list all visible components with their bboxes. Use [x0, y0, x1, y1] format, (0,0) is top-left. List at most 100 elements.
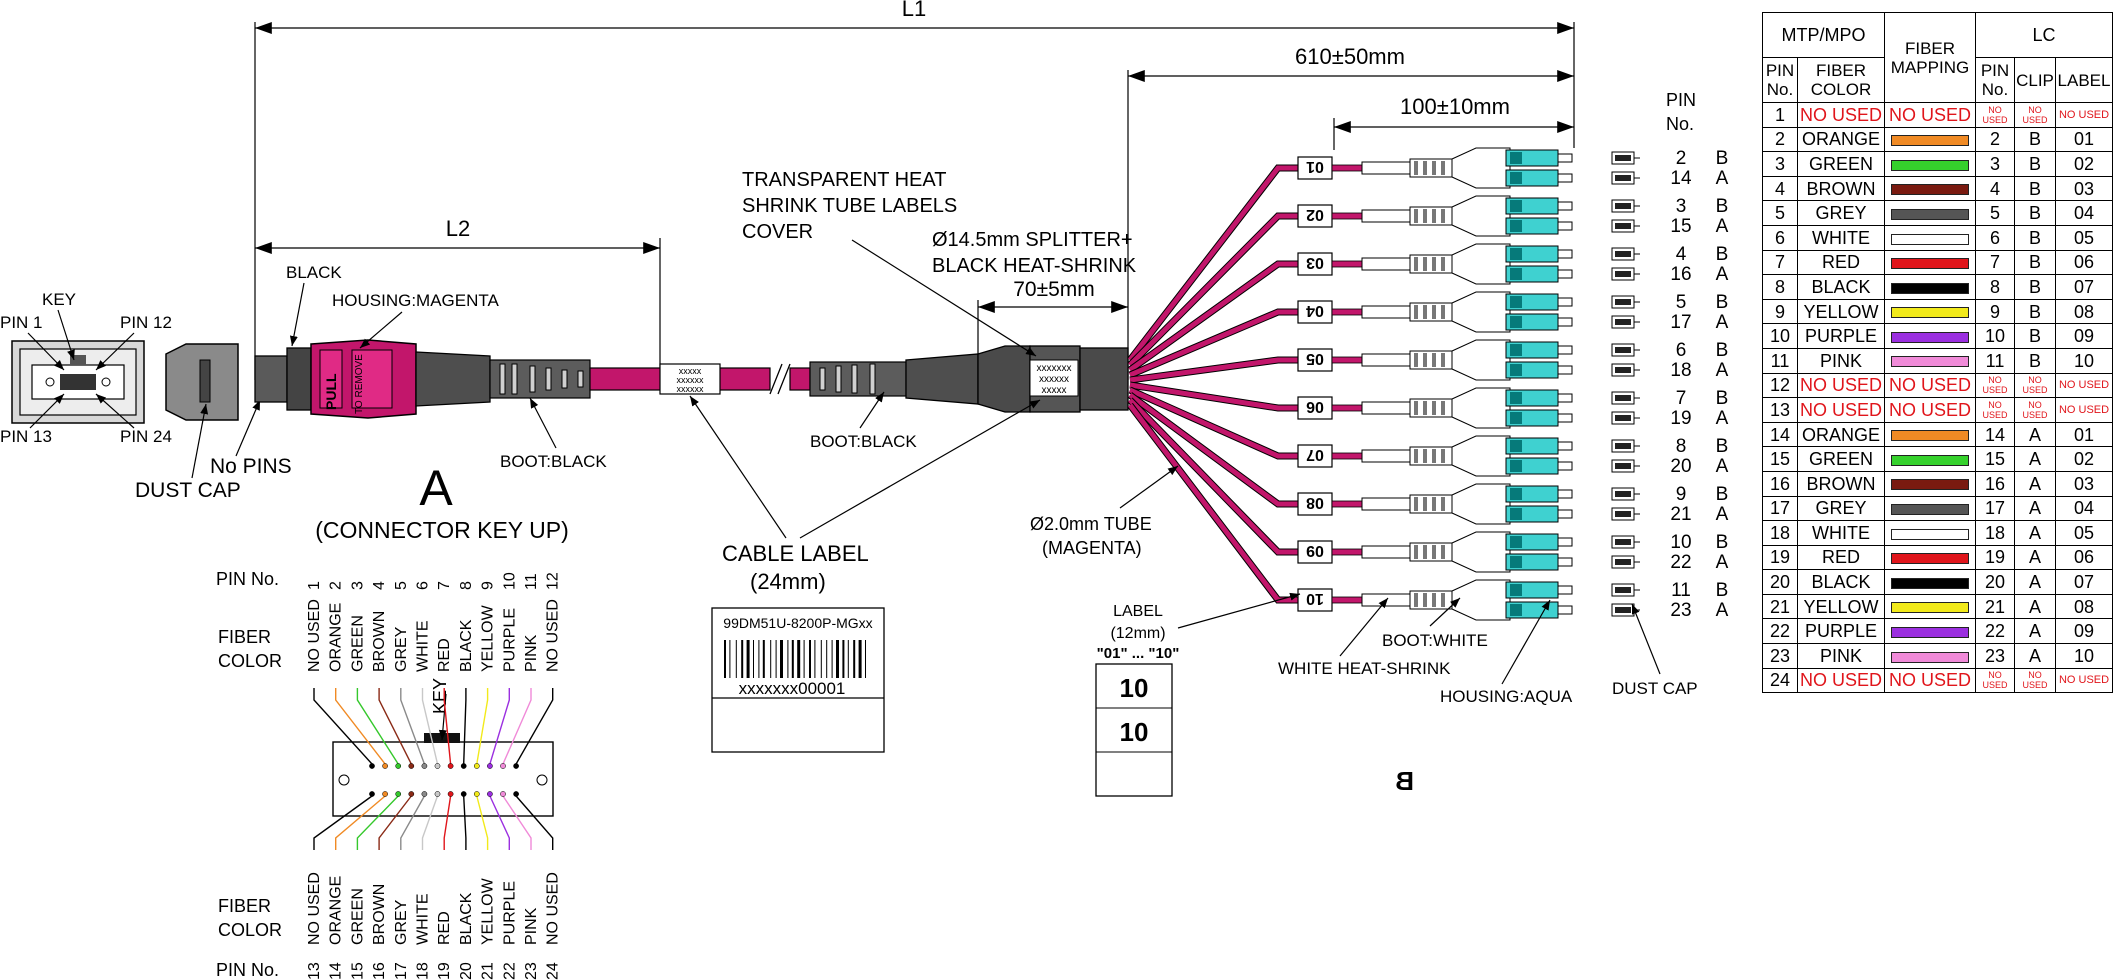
lc-dust-cap-slot [1615, 415, 1631, 421]
duplex-clip [1451, 579, 1511, 621]
lc-latch [1510, 412, 1522, 424]
cell-mapping [1884, 544, 1976, 571]
cell-pin: 12 [1762, 372, 1798, 399]
lc-latch [1510, 364, 1522, 376]
duplex-clip [1451, 531, 1511, 573]
leg-tube [1128, 261, 1300, 373]
cell-pin: 18 [1762, 520, 1798, 546]
to-remove-text: TO REMOVE [354, 354, 365, 414]
barcode-bar [753, 640, 754, 678]
fiber-color-swatch [1891, 454, 1969, 466]
bottom-fiber-color: GREEN [349, 888, 366, 945]
pin-b-number: 6 [1676, 340, 1687, 361]
pin-b-number: 2 [1676, 148, 1687, 169]
boot-rib [1414, 161, 1418, 175]
lc-latch [1510, 536, 1522, 548]
leg-label-text: 01 [1306, 158, 1324, 175]
cell-fiber-color: GREEN [1797, 151, 1885, 177]
pin-a-number: 18 [1670, 360, 1691, 381]
cell-label: 06 [2055, 249, 2113, 276]
clip-a-letter: A [1716, 312, 1729, 333]
bottom-fiber-color: WHITE [415, 893, 432, 945]
boot-rib [1432, 545, 1436, 559]
cable-assembly-drawing: L1 610±50mm 100±10mm L2 70±5mm KEY PIN 1… [0, 0, 1729, 980]
leg-tube [1128, 398, 1300, 555]
cell-clip: NO USED [2014, 102, 2056, 128]
duplex-clip [1451, 147, 1511, 189]
boot-rib [1414, 353, 1418, 367]
fiber-color-swatch [1891, 258, 1969, 270]
bottom-fiber-color: GREY [393, 899, 410, 945]
cell-label: 05 [2055, 520, 2113, 546]
lc-ferrule [1557, 345, 1573, 355]
boot-rib [1441, 545, 1445, 559]
top-fiber-color: ORANGE [328, 603, 345, 672]
lc-latch [1510, 584, 1522, 596]
pin-b-number: 9 [1676, 484, 1687, 505]
cell-clip: A [2014, 618, 2056, 645]
cell-lc-pin: 9 [1975, 298, 2015, 325]
cell-mapping [1884, 200, 1976, 226]
cell-fiber-color: YELLOW [1797, 298, 1885, 325]
lc-dust-cap-slot [1615, 559, 1631, 565]
splitter-x3: xxxxx [1042, 385, 1067, 396]
boot-rib [1423, 593, 1427, 607]
splitter-label-1: Ø14.5mm SPLITTER+ [932, 229, 1133, 251]
fiber-color-swatch [1891, 184, 1969, 196]
cell-label: 03 [2055, 175, 2113, 202]
top-fiber-line [313, 688, 373, 765]
top-fiber-color: GREY [393, 626, 410, 672]
cell-label: 07 [2055, 274, 2113, 300]
clip-b-letter: B [1716, 532, 1729, 553]
cell-label: NO USED [2055, 667, 2113, 694]
bottom-fiber-line [502, 795, 532, 850]
pin1-label: PIN 1 [0, 313, 43, 332]
cell-lc-pin: 20 [1975, 569, 2015, 595]
cell-pin: 22 [1762, 618, 1798, 645]
leg-label-text: 10 [1306, 590, 1324, 607]
cell-lc-pin: 10 [1975, 323, 2015, 349]
pin-b-number: 3 [1676, 196, 1687, 217]
label12-3: "01" ... "10" [1097, 645, 1180, 662]
cable-label-sample: 99DM51U-8200P-MGxx xxxxxxx00001 [711, 607, 885, 753]
lc-ferrule [1557, 537, 1573, 547]
lc-dust-cap-slot [1615, 607, 1631, 613]
top-fiber-line [463, 688, 467, 765]
white-heat-shrink [1361, 449, 1411, 463]
cell-fiber-color: GREEN [1797, 446, 1885, 472]
pin-a-number: 23 [1670, 600, 1691, 621]
cell-fiber-color: BLACK [1797, 569, 1885, 595]
trunk-cable: xxxxx xxxxxx xxxxxx xxxxxxx xxxxxx xxxxx [589, 345, 1129, 413]
bottom-fiber-line [476, 795, 489, 850]
bottom-pin-number: 24 [545, 962, 562, 980]
lc-dust-cap-slot [1615, 395, 1631, 401]
cell-lc-pin: 15 [1975, 446, 2015, 472]
cell-pin: 24 [1762, 667, 1798, 694]
pin-a-number: 17 [1670, 312, 1691, 333]
lc-dust-cap-slot [1615, 491, 1631, 497]
lc-dust-cap-slot [1615, 175, 1631, 181]
cell-label: 10 [2055, 347, 2113, 374]
cell-fiber-color: NO USED [1797, 397, 1885, 423]
boot-rib [1441, 209, 1445, 223]
bottom-pin-number: 13 [306, 962, 323, 980]
fiber-color-swatch [1891, 282, 1969, 294]
boot-rib [1414, 209, 1418, 223]
top-fiber-line [515, 688, 554, 765]
pin-a-number: 20 [1670, 456, 1691, 477]
lc-ferrule [1557, 221, 1573, 231]
cell-lc-pin: 17 [1975, 495, 2015, 522]
cell-pin: 16 [1762, 470, 1798, 497]
cell-label: 09 [2055, 323, 2113, 349]
lc-dust-cap-slot [1615, 271, 1631, 277]
cable-label-title-2: (24mm) [750, 569, 826, 594]
